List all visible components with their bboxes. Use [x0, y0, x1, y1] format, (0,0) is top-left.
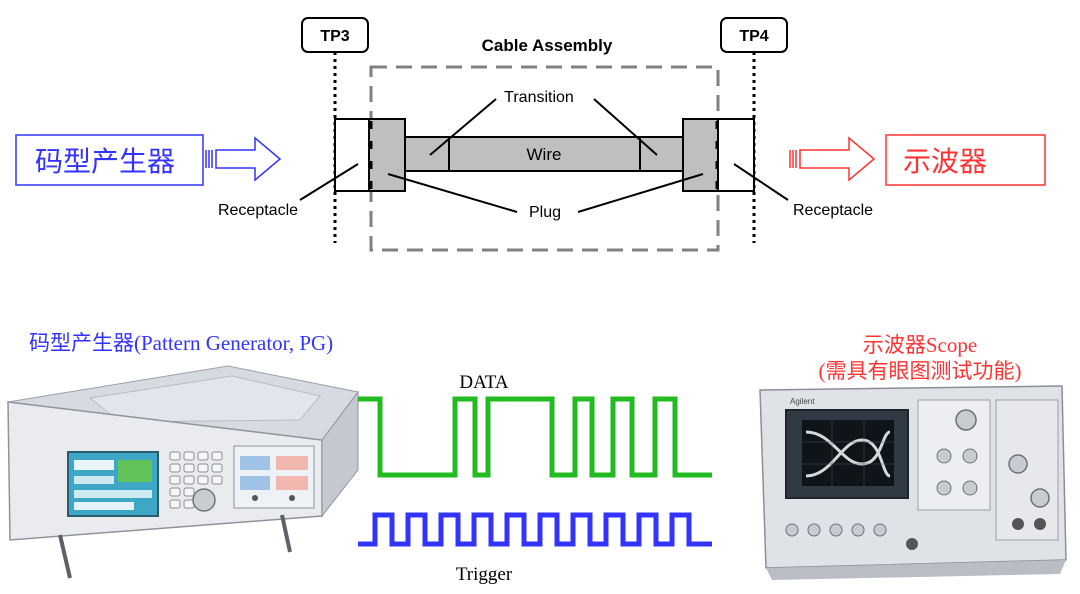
plug-leader-left: [387, 173, 518, 213]
transition-leader-left: [429, 98, 497, 156]
receptacle-right-label: Receptacle: [793, 202, 873, 219]
oscilloscope-device-icon: Agilent: [759, 385, 1067, 580]
trigger-waveform: [358, 512, 712, 547]
receptacle-right-leader: [733, 163, 789, 201]
cable-assembly-label: Cable Assembly: [482, 36, 613, 55]
scope-caption-line2: (需具有眼图测试功能): [819, 359, 1022, 383]
data-waveform: [358, 396, 712, 478]
scope-brand: Agilent: [790, 397, 815, 406]
tp4-label: TP4: [739, 28, 768, 45]
scope-caption-line1: 示波器Scope: [863, 333, 977, 357]
plug-leader-right: [577, 173, 704, 213]
pg-arrow-icon: [205, 136, 282, 182]
scope-arrow-icon: [789, 136, 876, 182]
trigger-signal-label: Trigger: [456, 564, 513, 585]
scope-box-label: 示波器: [903, 145, 987, 178]
right-plug: [682, 118, 719, 192]
pg-caption: 码型产生器(Pattern Generator, PG): [29, 331, 333, 355]
pattern-generator-device-icon: [7, 365, 359, 579]
pattern-generator-box-label: 码型产生器: [35, 145, 175, 178]
left-plug: [368, 118, 406, 192]
receptacle-left-leader: [299, 163, 359, 201]
tp3-label: TP3: [320, 28, 349, 45]
data-signal-label: DATA: [459, 372, 508, 393]
wire-body: [404, 136, 684, 172]
transition-label: Transition: [504, 89, 574, 106]
receptacle-left-label: Receptacle: [218, 202, 298, 219]
pattern-generator-box: [15, 134, 204, 186]
plug-label: Plug: [529, 204, 561, 221]
wire-label: Wire: [527, 145, 562, 164]
scope-box: [885, 134, 1046, 186]
transition-leader-right: [593, 98, 658, 156]
